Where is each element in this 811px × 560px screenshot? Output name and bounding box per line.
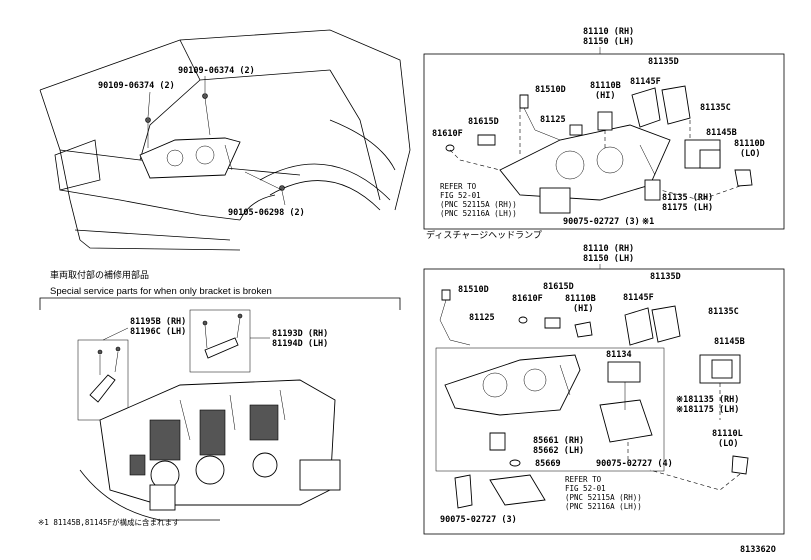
- lower-label-lo: (LO): [718, 439, 738, 449]
- upper-box-frame: [423, 53, 785, 230]
- upper-label-note1: ※1: [642, 217, 654, 227]
- lower-label-81110l: 81110L: [712, 429, 743, 439]
- upper-header-lh: 81150 (LH): [583, 37, 634, 47]
- lower-label-81134: 81134: [606, 350, 632, 360]
- lower-label-90075-4: 90075-02727 (4): [596, 459, 673, 469]
- lower-label-81615d: 81615D: [543, 282, 574, 292]
- lower-label-81510d: 81510D: [458, 285, 489, 295]
- upper-label-81175: 81175 (LH): [662, 203, 713, 213]
- upper-label-81110d: 81110D: [734, 139, 765, 149]
- upper-label-hi: (HI): [595, 91, 615, 101]
- lower-label-81135c: 81135C: [708, 307, 739, 317]
- upper-label-81145b: 81145B: [706, 128, 737, 138]
- upper-label-81145f: 81145F: [630, 77, 661, 87]
- upper-label-81135c: 81135C: [700, 103, 731, 113]
- lower-label-81135: ※181135 (RH): [676, 395, 739, 405]
- bracket-title-jp: 車両取付部の補修用部品: [50, 269, 149, 281]
- lower-bracket-piece: [454, 474, 546, 509]
- bracket-label-81196c: 81196C (LH): [130, 327, 186, 337]
- lower-ballast: [599, 361, 653, 443]
- lower-refer-2: FIG 52-01: [565, 484, 606, 493]
- upper-headlamp-unit: [499, 124, 671, 214]
- lower-bulbs: [439, 289, 749, 475]
- lower-label-81610f: 81610F: [512, 294, 543, 304]
- lower-label-81135d: 81135D: [650, 272, 681, 282]
- bracket-lh-box: [189, 309, 251, 373]
- lower-cover-lenses: [624, 305, 741, 384]
- lower-header-lh: 81150 (LH): [583, 254, 634, 264]
- headlamp-rear-assembly: [79, 379, 341, 521]
- upper-label-81135: 81135 (RH): [662, 193, 713, 203]
- upper-bulbs: [445, 94, 753, 187]
- lower-header-rh: 81110 (RH): [583, 244, 634, 254]
- lower-refer-4: (PNC 52116A (LH)): [565, 502, 642, 511]
- lower-refer-1: REFER TO: [565, 475, 602, 484]
- upper-refer-1: REFER TO: [440, 182, 477, 191]
- lower-label-81110b: 81110B: [565, 294, 596, 304]
- lower-box-frame: [423, 268, 785, 535]
- lower-title-jp: ディスチャージヘッドランプ: [426, 229, 542, 241]
- bracket-piece-a: [89, 346, 121, 403]
- bracket-piece-b: [202, 313, 243, 359]
- lower-inner-frame: [435, 347, 665, 472]
- upper-label-90075: 90075-02727 (3): [563, 217, 640, 227]
- lower-label-hi: (HI): [573, 304, 593, 314]
- lower-label-81145b: 81145B: [714, 337, 745, 347]
- upper-refer-3: (PNC 52115A (RH)): [440, 200, 517, 209]
- car-label-bolt-c: 90105-06298 (2): [228, 208, 305, 218]
- car-label-bolt-b: 90109-06374 (2): [98, 81, 175, 91]
- lower-label-85662: 85662 (LH): [533, 446, 584, 456]
- upper-label-81510d: 81510D: [535, 85, 566, 95]
- lower-label-81145f: 81145F: [623, 293, 654, 303]
- lower-headlamp-unit: [444, 354, 581, 416]
- upper-label-81125: 81125: [540, 115, 566, 125]
- upper-label-81615d: 81615D: [468, 117, 499, 127]
- lower-label-85661: 85661 (RH): [533, 436, 584, 446]
- upper-label-81610f: 81610F: [432, 129, 463, 139]
- car-label-bolt-a: 90109-06374 (2): [178, 66, 255, 76]
- car-front-illustration: [39, 29, 411, 251]
- lower-label-81125: 81125: [469, 313, 495, 323]
- upper-label-81110b: 81110B: [590, 81, 621, 91]
- upper-label-81135d: 81135D: [648, 57, 679, 67]
- bracket-label-81193d: 81193D (RH): [272, 329, 328, 339]
- lower-refer-3: (PNC 52115A (RH)): [565, 493, 642, 502]
- lower-label-81175: ※181175 (LH): [676, 405, 739, 415]
- lower-label-85669: 85669: [535, 459, 561, 469]
- upper-refer-4: (PNC 52116A (LH)): [440, 209, 517, 218]
- bracket-title-en: Special service parts for when only brac…: [50, 286, 272, 297]
- upper-cover-lenses: [631, 85, 721, 169]
- bracket-label-81194d: 81194D (LH): [272, 339, 328, 349]
- lower-label-90075-3: 90075-02727 (3): [440, 515, 517, 525]
- bracket-footnote: ※1 81145B,81145Fが構成に含まれます: [38, 517, 180, 527]
- upper-header-rh: 81110 (RH): [583, 27, 634, 37]
- upper-refer-2: FIG 52-01: [440, 191, 481, 200]
- figure-id: 813362O: [740, 545, 776, 555]
- upper-label-lo: (LO): [740, 149, 760, 159]
- bracket-label-81195b: 81195B (RH): [130, 317, 186, 327]
- bracket-section-bracket: [39, 297, 401, 310]
